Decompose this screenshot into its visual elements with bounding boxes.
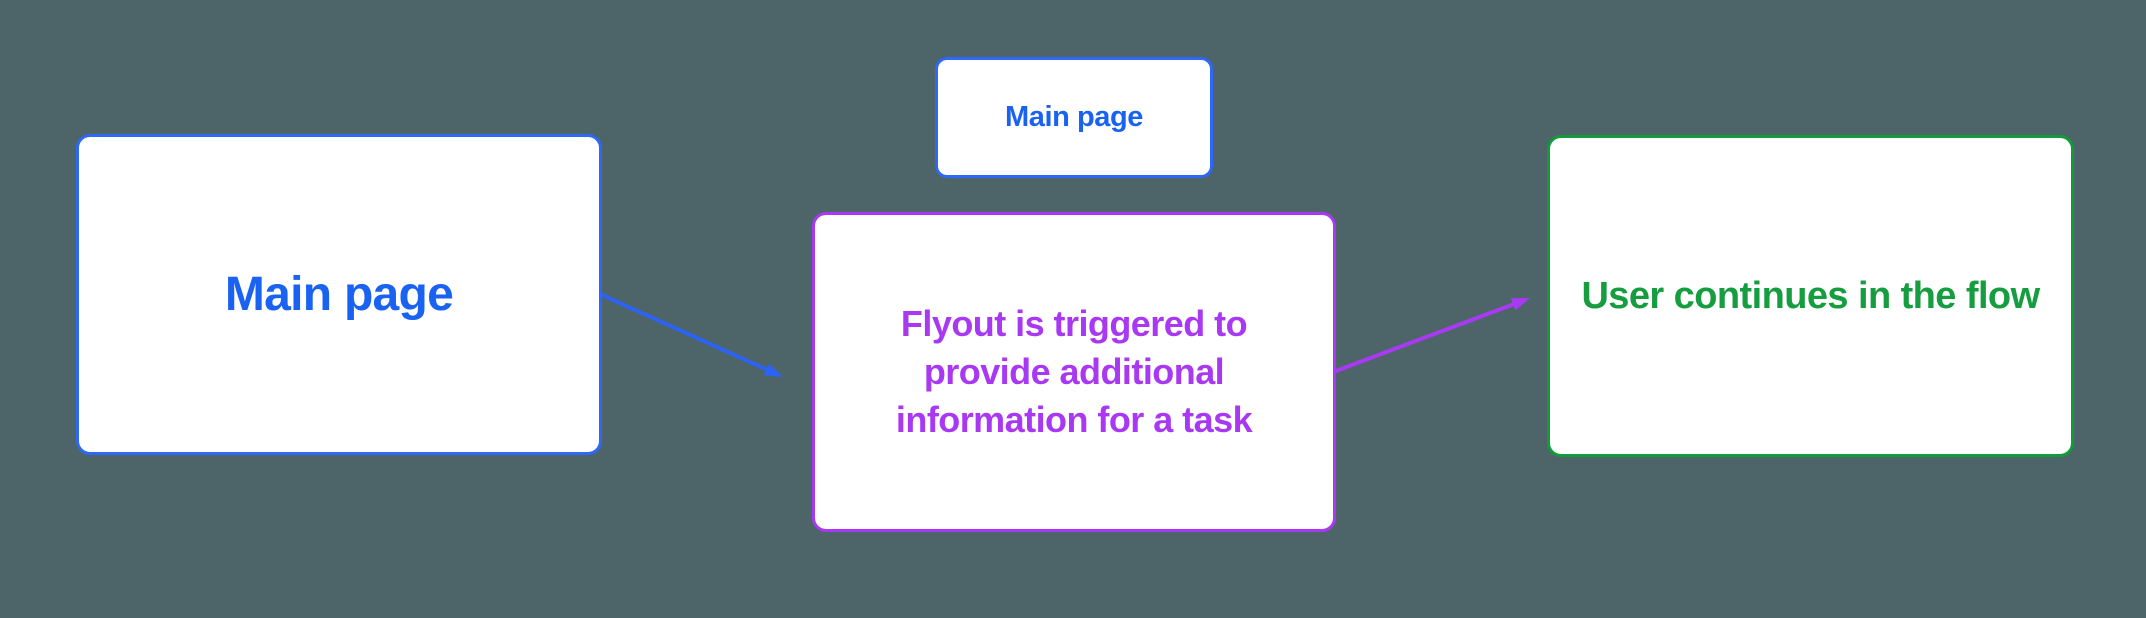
node-flyout-label-line1: Flyout is triggered to — [900, 303, 1248, 345]
arrow-main-to-flyout-head-icon — [763, 363, 783, 377]
node-flyout-label-line2: provide additional — [923, 351, 1225, 393]
arrow-main-to-flyout — [600, 293, 783, 377]
arrow-flyout-to-user-head-icon — [1510, 298, 1530, 311]
node-main-page: Main page — [76, 134, 602, 455]
arrow-flyout-to-user — [1334, 298, 1530, 373]
node-main-page-label: Main page — [224, 268, 454, 321]
node-main-page-mini-label: Main page — [1005, 101, 1143, 133]
node-user-continues-label: User continues in the flow — [1581, 274, 2040, 317]
node-user-continues: User continues in the flow — [1547, 135, 2074, 457]
node-flyout-label: Flyout is triggered to provide additiona… — [895, 300, 1253, 444]
arrow-flyout-to-user-line — [1334, 300, 1521, 373]
arrow-main-to-flyout-line — [600, 293, 774, 374]
node-flyout-label-line3: information for a task — [895, 398, 1253, 440]
node-main-page-mini: Main page — [935, 57, 1213, 178]
node-flyout: Flyout is triggered to provide additiona… — [812, 212, 1336, 532]
